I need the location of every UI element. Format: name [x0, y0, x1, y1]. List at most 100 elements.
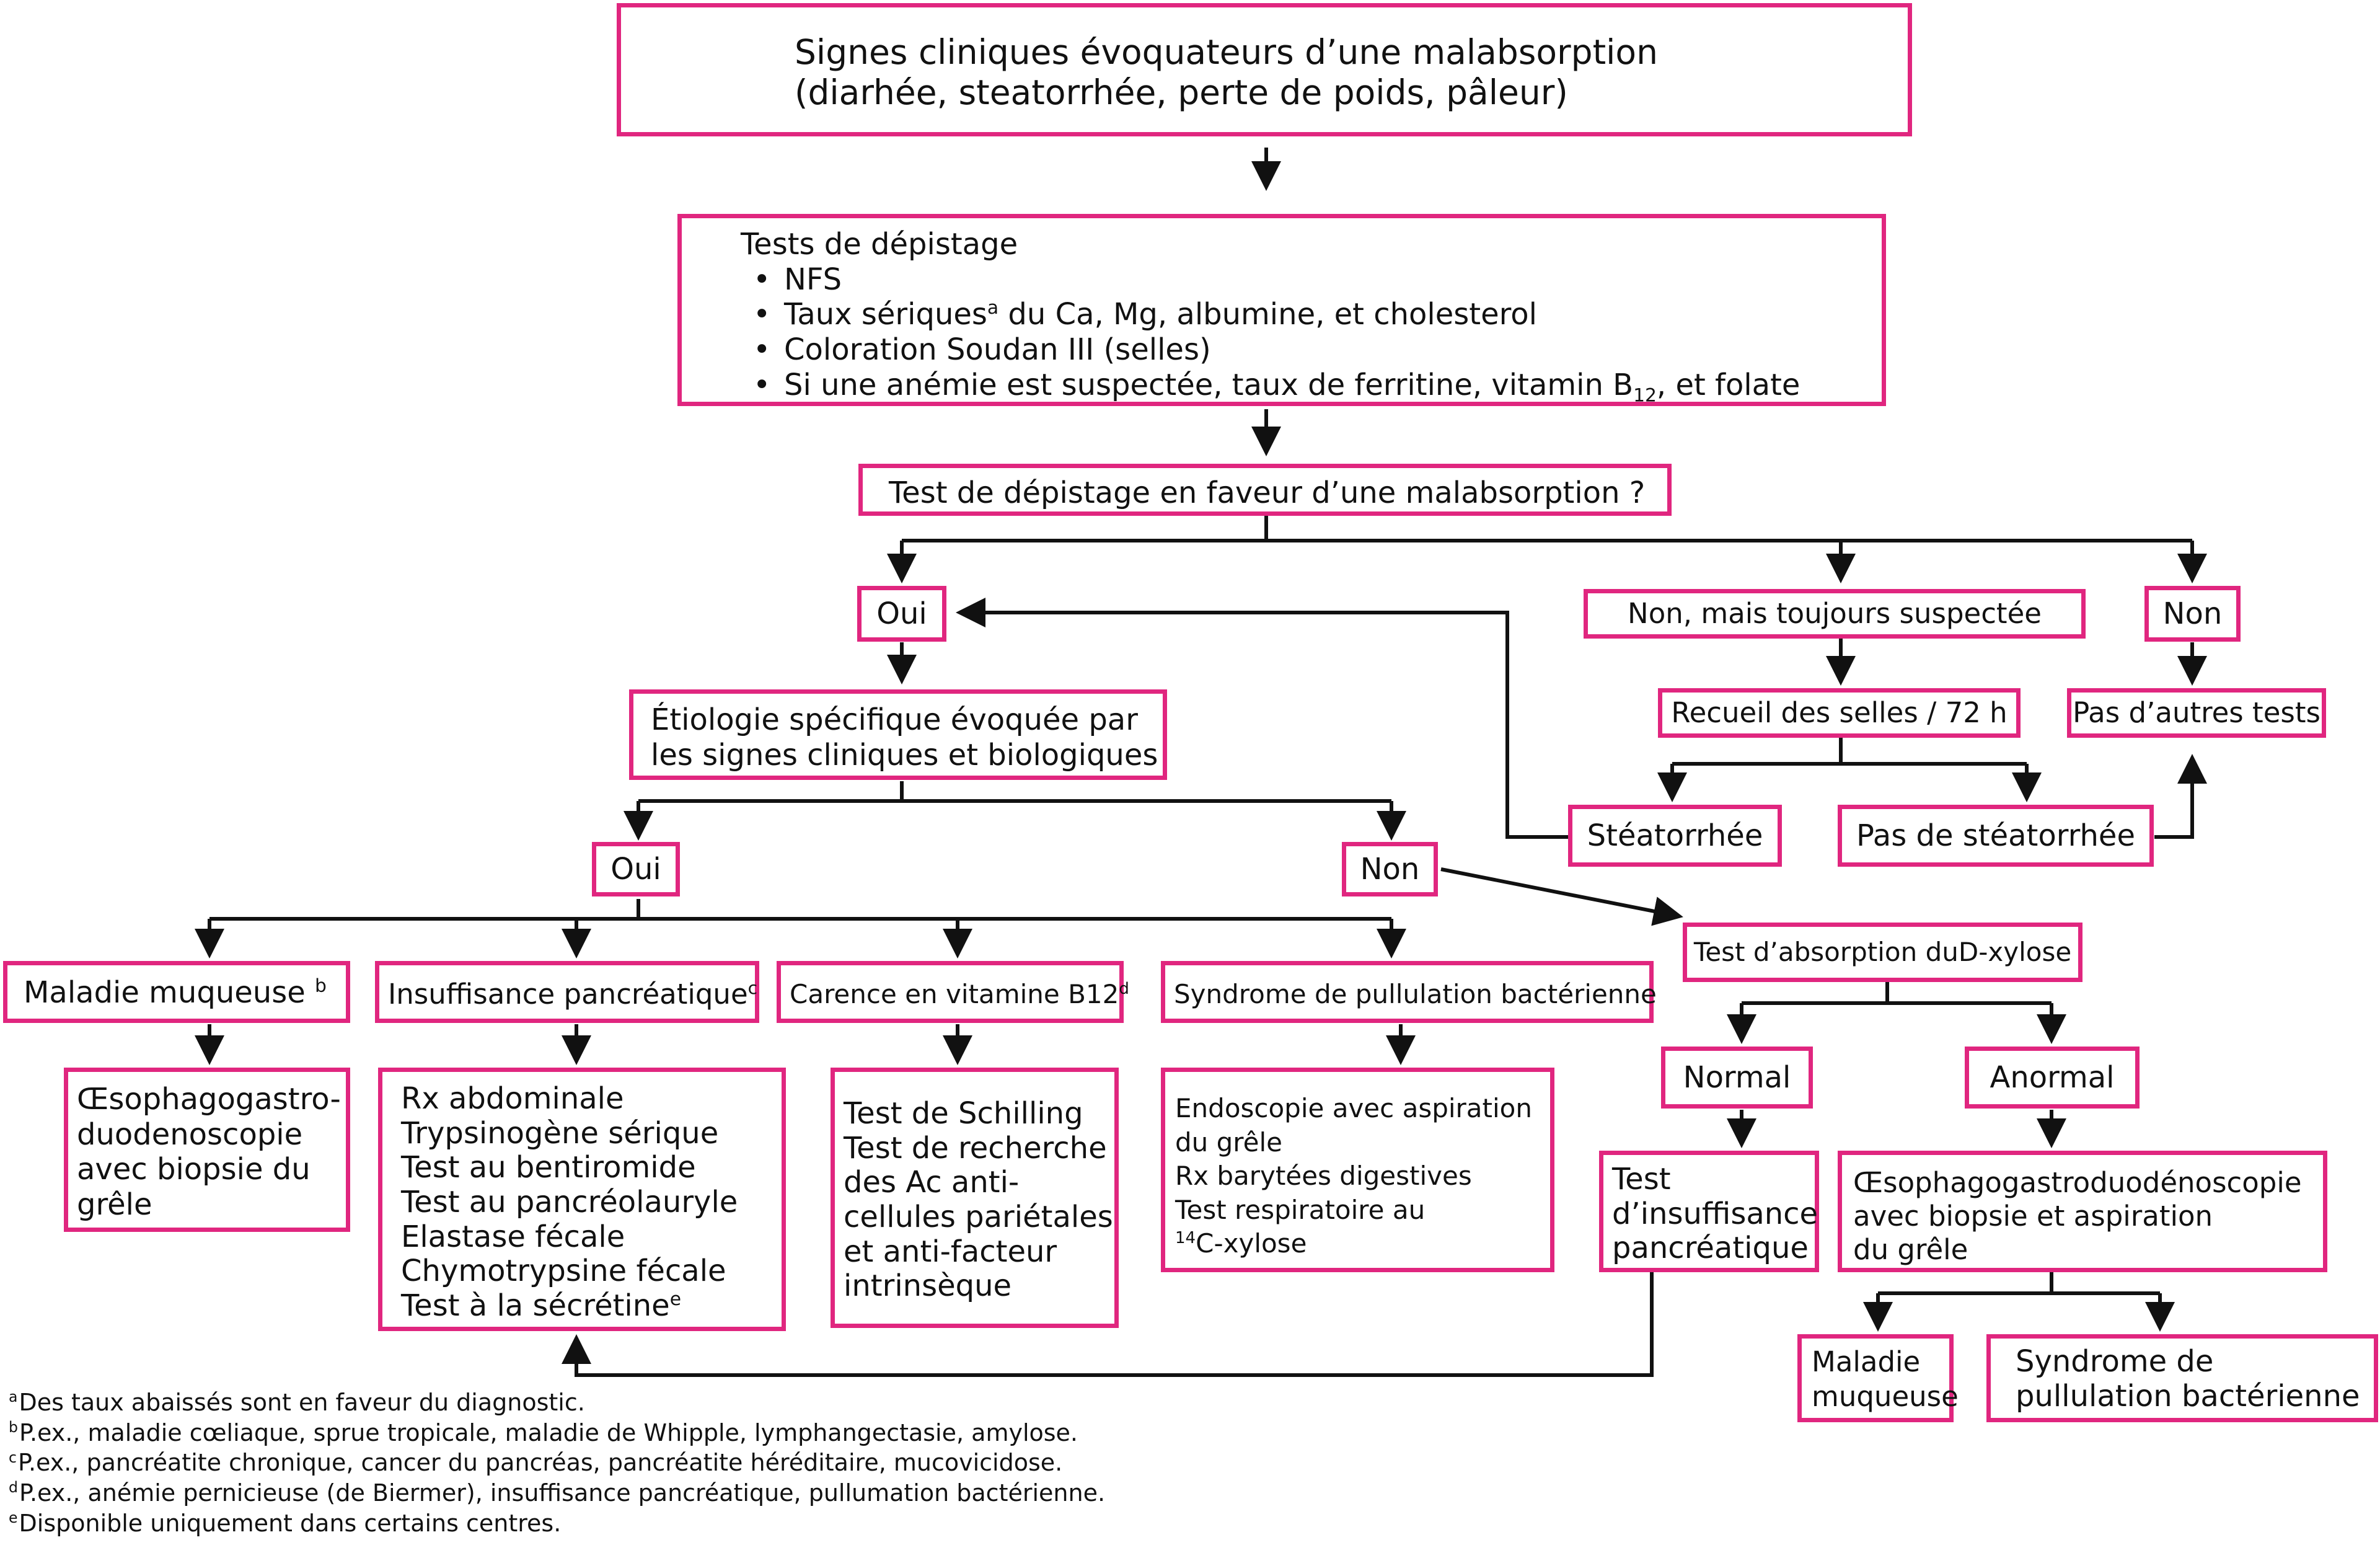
bacterial-overgrowth-label: Syndrome de pullulation bactérienne — [1174, 979, 1657, 1009]
egd-biopsy-aspiration-line1: Œsophagogastroduodénoscopie — [1853, 1166, 2302, 1199]
no-1-box: Non — [2144, 586, 2241, 642]
abnormal-label: Anormal — [1990, 1060, 2115, 1095]
screening-question: Test de dépistage en faveur d’une malabs… — [889, 476, 1646, 510]
footnote-mark-c: c — [747, 978, 757, 998]
mucosal-disease-final-line1: Maladie — [1812, 1345, 1921, 1378]
bacterial-overgrowth-final-line2: pullulation bactérienne — [2016, 1378, 2360, 1414]
footnote-a: aDes taux abaissés sont en faveur du dia… — [9, 1388, 585, 1416]
steatorrhea-box: Stéatorrhée — [1568, 805, 1782, 867]
pancreatic-tests-box: Rx abdominale Trypsinogène sérique Test … — [378, 1068, 786, 1331]
yes-1-box: Oui — [857, 586, 946, 642]
b12-test-3: des Ac anti- — [844, 1165, 1020, 1200]
screening-question-box: Test de dépistage en faveur d’une malabs… — [858, 464, 1672, 516]
no-more-tests-box: Pas d’autres tests — [2067, 688, 2326, 738]
pancreatic-test-2: Trypsinogène sérique — [401, 1115, 719, 1151]
footnote-mark-e: e — [669, 1288, 682, 1311]
bacterial-overgrowth-box: Syndrome de pullulation bactérienne — [1161, 961, 1657, 1023]
no-more-tests-label: Pas d’autres tests — [2073, 696, 2320, 730]
pancreatic-insufficiency-label: Insuffisance pancréatiquec — [388, 978, 757, 1011]
overgrowth-test-5: 14C-xylose — [1175, 1228, 1307, 1259]
stool-collection-box: Recueil des selles / 72 h — [1658, 688, 2021, 738]
arrow-no-2-to-d-xylose — [1440, 867, 1683, 926]
b12-deficiency-box: Carence en vitamine B12d — [777, 961, 1129, 1023]
screening-tests-title: Tests de dépistage — [741, 227, 1018, 262]
clinical-signs-box: Signes cliniques évoquateurs d’une malab… — [617, 3, 1912, 136]
d-xylose-label: Test d’absorption duD-xylose — [1693, 937, 2072, 968]
egd-biopsy-line4: grêle — [77, 1187, 152, 1222]
arrow-steatorrhea-to-yes-1 — [956, 598, 1568, 839]
footnote-e: eDisponible uniquement dans certains cen… — [9, 1508, 562, 1537]
screening-tests-box: Tests de dépistage NFS Taux sériquesa du… — [677, 214, 1886, 406]
b12-test-4: cellules pariétales — [844, 1200, 1113, 1235]
specific-etiology-line2: les signes cliniques et biologiques — [651, 737, 1158, 772]
footnote-c: cP.ex., pancréatite chronique, cancer du… — [9, 1448, 1063, 1477]
yes-1-label: Oui — [876, 596, 927, 631]
mucosal-disease-label: Maladie muqueuse b — [24, 975, 327, 1010]
egd-biopsy-line2: duodenoscopie — [77, 1117, 303, 1152]
abnormal-box: Anormal — [1965, 1047, 2140, 1109]
footnote-d: dP.ex., anémie pernicieuse (de Biermer),… — [9, 1479, 1106, 1507]
arrow-pancreatic-test-to-pancreatic-tests — [562, 1272, 1654, 1377]
screening-item-serum: Taux sériquesa du Ca, Mg, albumine, et c… — [741, 297, 1882, 332]
screening-item-anemia: Si une anémie est suspectée, taux de fer… — [741, 368, 1882, 405]
mucosal-disease-final-box: Maladie muqueuse — [1797, 1334, 1959, 1422]
screening-item-sudan: Coloration Soudan III (selles) — [741, 332, 1882, 368]
pancreatic-test-4: Test au pancréolauryle — [401, 1185, 738, 1220]
specific-etiology-box: Étiologie spécifique évoquée par les sig… — [629, 689, 1167, 780]
pancreatic-insufficiency-test-box: Test d’insuffisance pancréatique — [1599, 1151, 1819, 1272]
egd-biopsy-aspiration-line2: avec biopsie et aspiration — [1853, 1200, 2213, 1233]
no-but-suspected-label: Non, mais toujours suspectée — [1628, 597, 2042, 631]
egd-biopsy-line1: Œsophagogastro- — [77, 1082, 341, 1117]
egd-biopsy-aspiration-box: Œsophagogastroduodénoscopie avec biopsie… — [1838, 1151, 2327, 1272]
b12-test-6: intrinsèque — [844, 1268, 1012, 1304]
no-but-suspected-box: Non, mais toujours suspectée — [1584, 589, 2086, 639]
b12-test-1: Test de Schilling — [844, 1096, 1083, 1131]
overgrowth-test-4: Test respiratoire au — [1175, 1194, 1426, 1225]
no-steatorrhea-label: Pas de stéatorrhée — [1856, 818, 2135, 853]
b12-deficiency-label: Carence en vitamine B12d — [790, 979, 1129, 1009]
clinical-signs-line1: Signes cliniques évoquateurs d’une malab… — [795, 32, 1658, 72]
no-steatorrhea-box: Pas de stéatorrhée — [1838, 805, 2154, 867]
egd-biopsy-box: Œsophagogastro- duodenoscopie avec biops… — [64, 1068, 350, 1232]
mucosal-disease-final-line2: muqueuse — [1812, 1380, 1959, 1414]
b12-test-2: Test de recherche — [844, 1130, 1107, 1166]
screening-item-nfs: NFS — [741, 262, 1882, 298]
clinical-signs-line2: (diarhée, steatorrhée, perte de poids, p… — [795, 72, 1568, 112]
overgrowth-tests-box: Endoscopie avec aspiration du grêle Rx b… — [1161, 1068, 1554, 1272]
pancreatic-insufficiency-test-line2: d’insuffisance — [1612, 1196, 1818, 1231]
pancreatic-insufficiency-box: Insuffisance pancréatiquec — [375, 961, 759, 1023]
d-xylose-box: Test d’absorption duD-xylose — [1683, 923, 2082, 982]
specific-etiology-line1: Étiologie spécifique évoquée par — [651, 702, 1138, 737]
normal-label: Normal — [1683, 1060, 1791, 1095]
no-2-label: Non — [1360, 851, 1420, 887]
normal-box: Normal — [1661, 1047, 1813, 1109]
steatorrhea-label: Stéatorrhée — [1587, 818, 1763, 853]
pancreatic-insufficiency-test-line1: Test — [1612, 1162, 1671, 1197]
b12-tests-box: Test de Schilling Test de recherche des … — [831, 1068, 1119, 1328]
footnote-b: bP.ex., maladie cœliaque, sprue tropical… — [9, 1418, 1078, 1446]
pancreatic-test-1: Rx abdominale — [401, 1081, 624, 1116]
bacterial-overgrowth-final-line1: Syndrome de — [2016, 1344, 2214, 1379]
pancreatic-test-6: Chymotrypsine fécale — [401, 1254, 726, 1289]
footnote-mark-b: b — [315, 975, 327, 997]
pancreatic-insufficiency-test-line3: pancréatique — [1612, 1231, 1809, 1266]
egd-biopsy-aspiration-line3: du grêle — [1853, 1233, 1968, 1266]
bacterial-overgrowth-final-box: Syndrome de pullulation bactérienne — [1986, 1334, 2378, 1422]
no-1-label: Non — [2162, 596, 2223, 631]
overgrowth-test-3: Rx barytées digestives — [1175, 1161, 1472, 1192]
mucosal-disease-box: Maladie muqueuse b — [3, 961, 350, 1023]
no-2-box: Non — [1342, 842, 1438, 896]
footnotes: aDes taux abaissés sont en faveur du dia… — [9, 1388, 1105, 1538]
pancreatic-test-5: Elastase fécale — [401, 1219, 625, 1254]
pancreatic-test-7: Test à la sécrétinee — [401, 1288, 682, 1324]
yes-2-box: Oui — [592, 842, 680, 896]
yes-2-label: Oui — [610, 851, 661, 887]
pancreatic-test-3: Test au bentiromide — [401, 1150, 696, 1185]
stool-collection-label: Recueil des selles / 72 h — [1671, 696, 2008, 730]
footnote-mark-d: d — [1119, 980, 1129, 998]
egd-biopsy-line3: avec biopsie du — [77, 1152, 311, 1187]
arrow-no-steatorrhea-to-no-more-tests — [2154, 754, 2207, 839]
footnote-mark-a: a — [987, 297, 999, 319]
overgrowth-test-1: Endoscopie avec aspiration — [1175, 1093, 1532, 1123]
b12-test-5: et anti-facteur — [844, 1234, 1057, 1269]
